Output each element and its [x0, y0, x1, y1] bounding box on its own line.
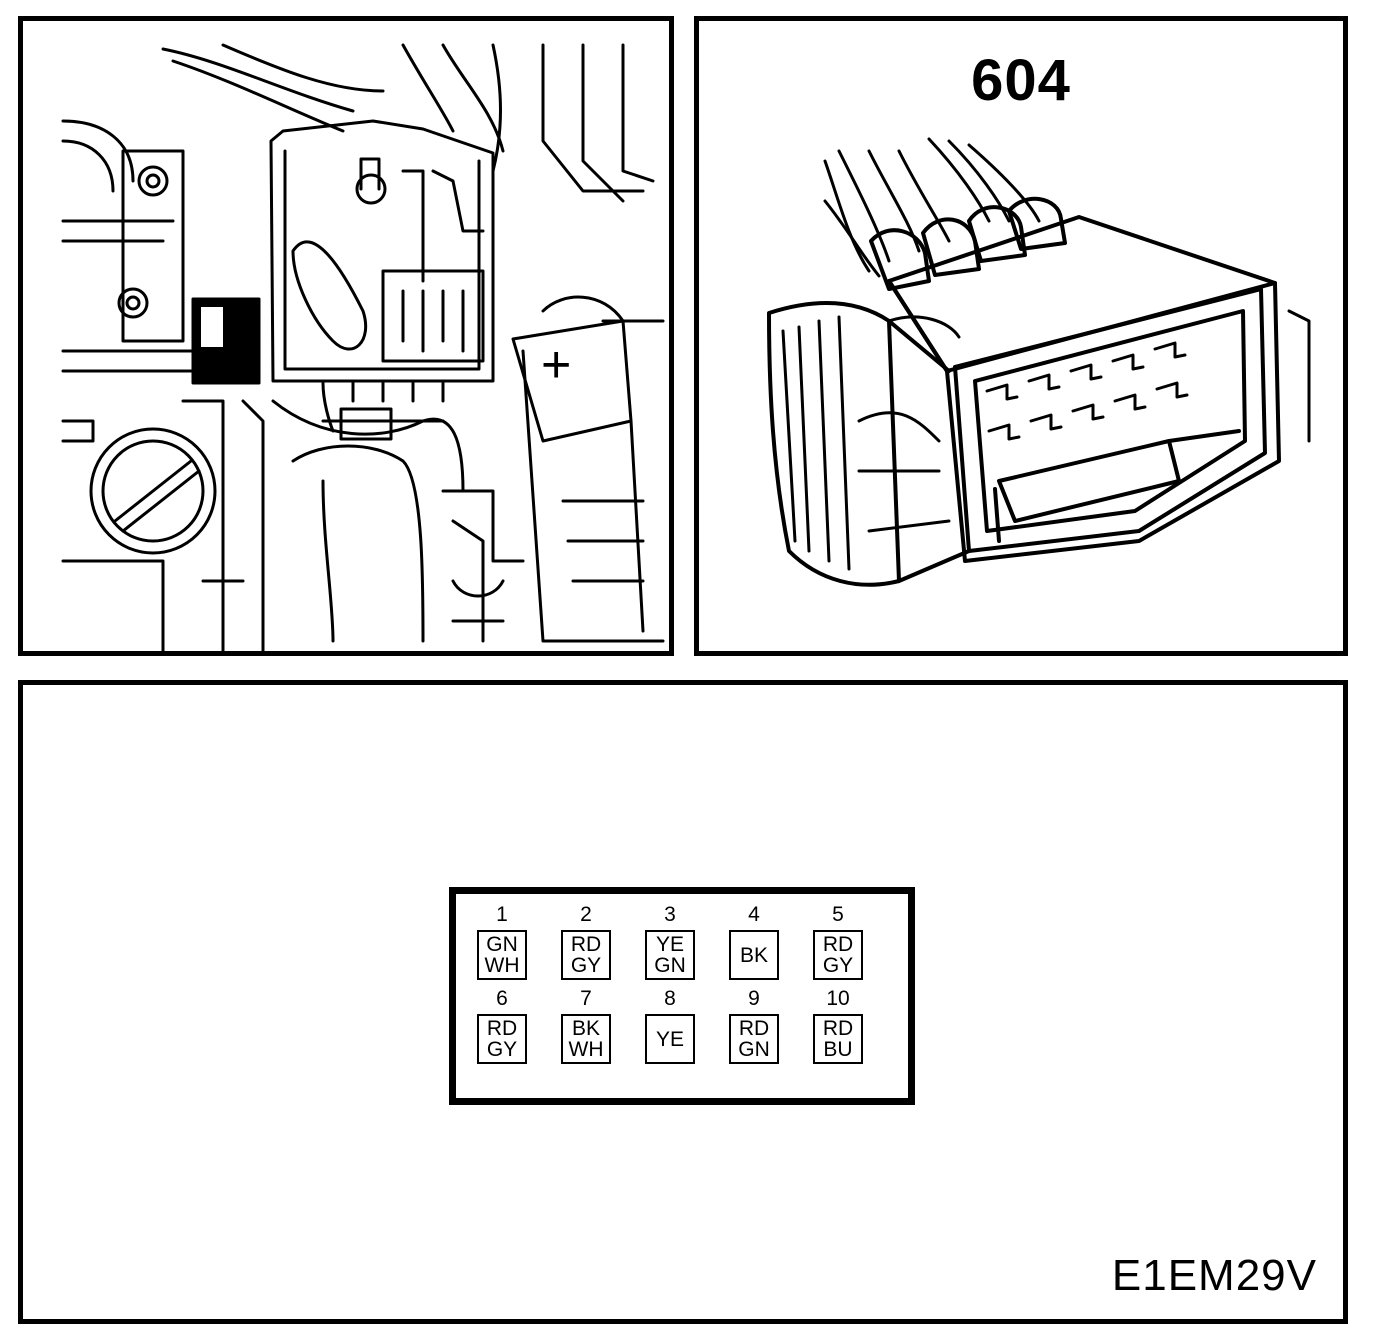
wire-color-box: RD GY: [813, 930, 863, 980]
pin-row-bottom: 6 RD GY 7 BK WH 8 YE 9: [472, 988, 902, 1086]
wire-stripe: GN: [654, 954, 686, 977]
pin-row-top: 1 GN WH 2 RD GY 3 YE GN: [472, 904, 902, 1002]
wire-color: RD: [822, 1017, 854, 1040]
wire-color: YE: [655, 933, 684, 956]
wire-stripe: GN: [738, 1038, 770, 1061]
connector-number: 604: [971, 48, 1071, 113]
wire-color-box: YE GN: [645, 930, 695, 980]
pin-9: 9 RD GN: [724, 988, 784, 1086]
wire-color: RD: [822, 933, 854, 956]
pin-6: 6 RD GY: [472, 988, 532, 1086]
wire-color: YE: [655, 1027, 684, 1051]
figure-code: E1EM29V: [1111, 1251, 1317, 1300]
location-view-panel: +: [18, 16, 674, 656]
connector-view-panel: 604: [694, 16, 1348, 656]
pin-number: 7: [580, 987, 592, 1010]
engine-bay-drawing: [61, 43, 665, 651]
wire-stripe: BU: [823, 1038, 853, 1061]
pin-number: 5: [832, 903, 844, 926]
pin-5: 5 RD GY: [808, 904, 868, 1002]
wire-stripe: GY: [570, 954, 602, 977]
wire-color: BK: [739, 943, 768, 967]
connector-drawing: [767, 137, 1311, 587]
pin-3: 3 YE GN: [640, 904, 700, 1002]
pin-10: 10 RD BU: [808, 988, 868, 1086]
wire-stripe: GY: [822, 954, 854, 977]
pin-number: 8: [664, 987, 676, 1010]
pin-number: 2: [580, 903, 592, 926]
pin-number: 10: [826, 987, 850, 1010]
wire-color: GN: [486, 933, 518, 956]
pin-number: 1: [496, 903, 508, 926]
pin-number: 9: [748, 987, 760, 1010]
wire-color-box: YE: [645, 1014, 695, 1064]
wire-color-box: RD GY: [561, 930, 611, 980]
wire-color-box: BK: [729, 930, 779, 980]
wire-color: RD: [486, 1017, 518, 1040]
pin-7: 7 BK WH: [556, 988, 616, 1086]
wire-color: RD: [570, 933, 602, 956]
wire-stripe: GY: [486, 1038, 518, 1061]
pin-number: 4: [748, 903, 760, 926]
wire-color-box: RD BU: [813, 1014, 863, 1064]
wire-stripe: WH: [568, 1038, 604, 1061]
wire-color: BK: [571, 1017, 600, 1040]
wire-color-box: RD GN: [729, 1014, 779, 1064]
pin-4: 4 BK: [724, 904, 784, 1002]
pin-1: 1 GN WH: [472, 904, 532, 1002]
pin-number: 3: [664, 903, 676, 926]
pin-2: 2 RD GY: [556, 904, 616, 1002]
pin-number: 6: [496, 987, 508, 1010]
battery-plus-symbol: +: [541, 336, 572, 394]
wire-color-box: GN WH: [477, 930, 527, 980]
wire-color-box: RD GY: [477, 1014, 527, 1064]
pin-table: 1 GN WH 2 RD GY 3 YE GN: [449, 887, 915, 1105]
pin-8: 8 YE: [640, 988, 700, 1086]
wire-color: RD: [738, 1017, 770, 1040]
pinout-panel: 1 GN WH 2 RD GY 3 YE GN: [18, 680, 1348, 1324]
wire-stripe: WH: [484, 954, 520, 977]
wire-color-box: BK WH: [561, 1014, 611, 1064]
